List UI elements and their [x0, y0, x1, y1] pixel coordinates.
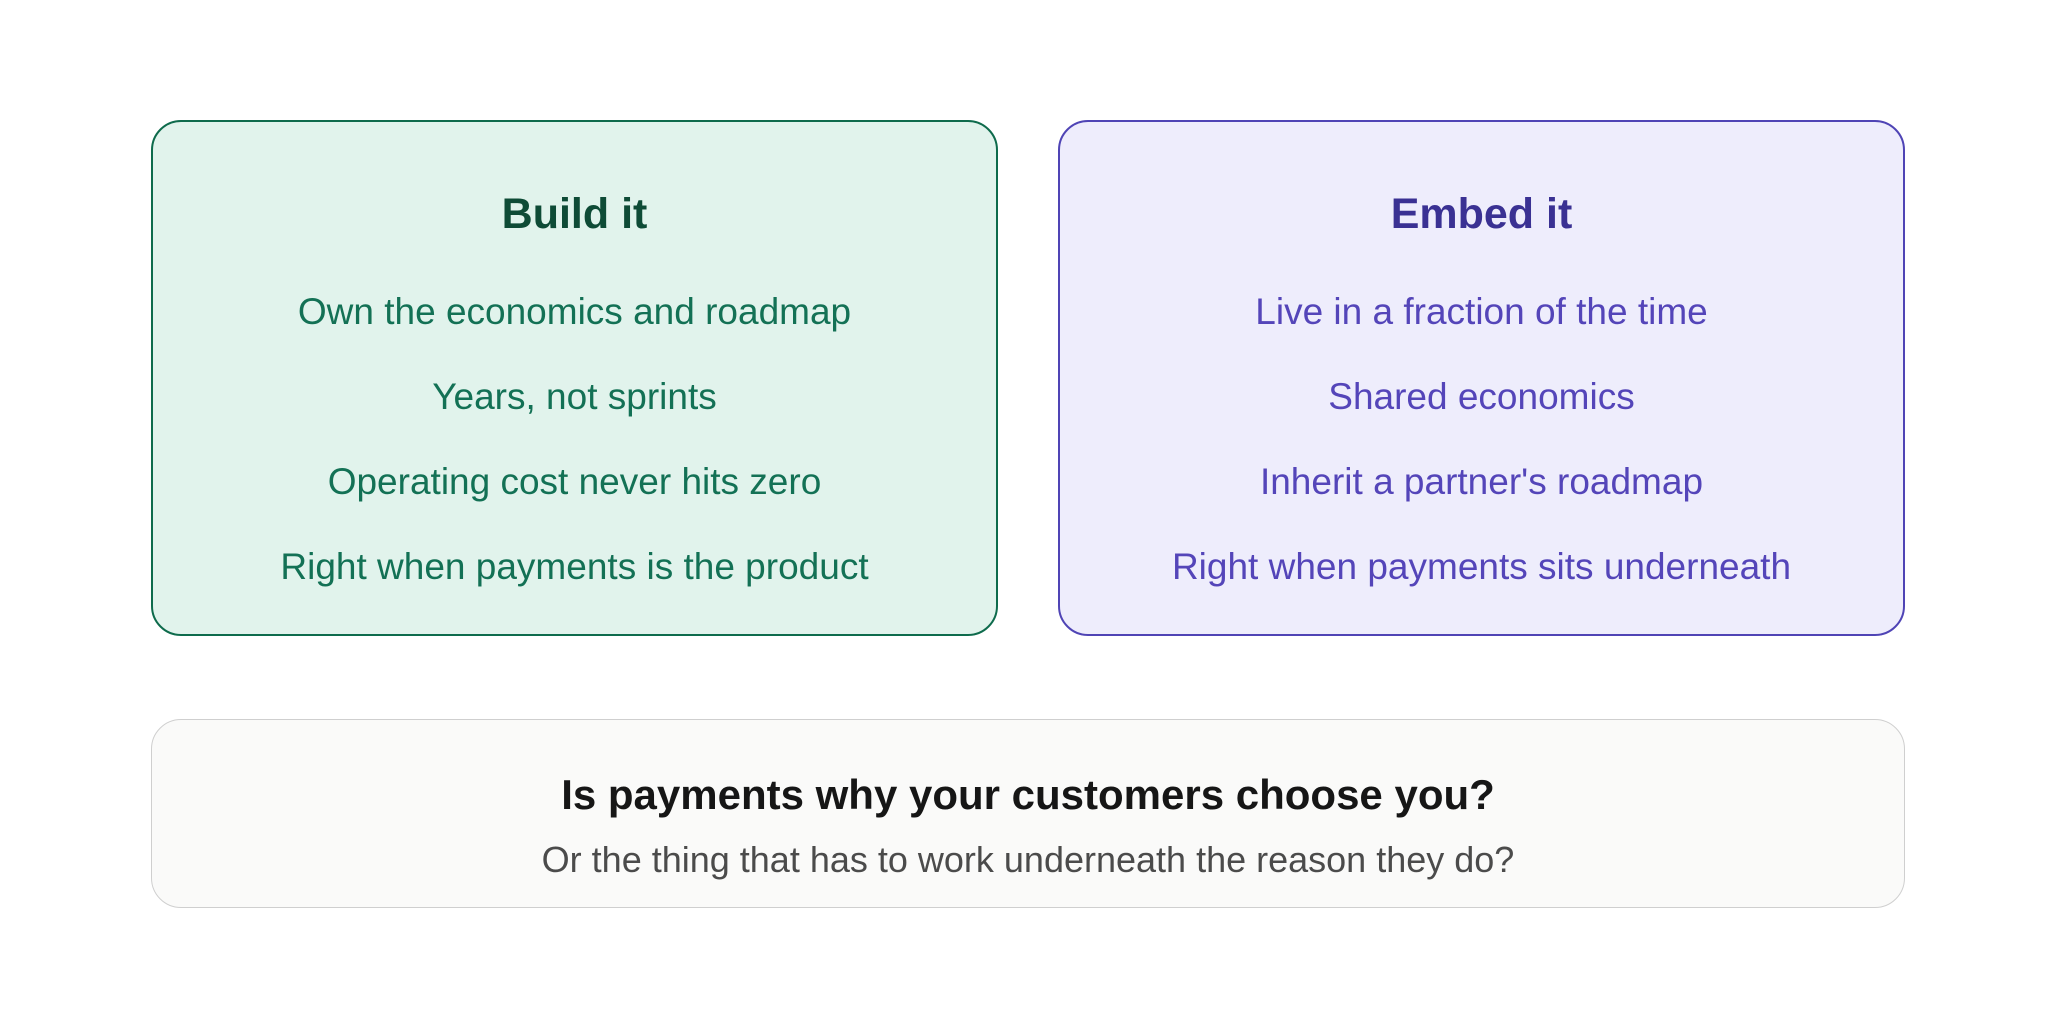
embed-it-points: Live in a fraction of the time Shared ec… [1060, 288, 1903, 628]
build-it-point: Own the economics and roadmap [297, 291, 852, 332]
decision-question-box: Is payments why your customers choose yo… [151, 719, 1905, 908]
build-it-point: Right when payments is the product [280, 546, 869, 587]
embed-it-point: Inherit a partner's roadmap [1259, 461, 1704, 502]
embed-it-point: Right when payments sits underneath [1171, 546, 1792, 587]
embed-it-point: Shared economics [1328, 376, 1635, 417]
decision-question: Is payments why your customers choose yo… [561, 771, 1495, 818]
decision-subquestion: Or the thing that has to work underneath… [541, 839, 1515, 880]
embed-it-title: Embed it [1390, 190, 1573, 238]
build-it-point: Years, not sprints [432, 376, 717, 417]
build-it-point: Operating cost never hits zero [327, 461, 822, 502]
build-it-card: Build it Own the economics and roadmap Y… [151, 120, 998, 636]
build-it-points: Own the economics and roadmap Years, not… [153, 288, 996, 628]
build-it-title: Build it [501, 190, 648, 238]
embed-it-point: Live in a fraction of the time [1255, 291, 1708, 332]
embed-it-card: Embed it Live in a fraction of the time … [1058, 120, 1905, 636]
